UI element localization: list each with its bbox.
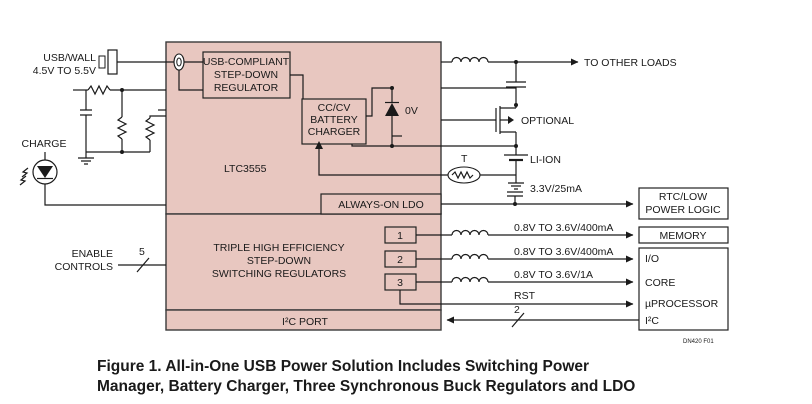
uprocessor-label: µPROCESSOR <box>645 298 719 310</box>
ground-icon <box>78 157 94 165</box>
light-emission-icon <box>21 167 29 178</box>
ltc3555-chip <box>165 41 442 331</box>
charger-line2: BATTERY <box>310 114 357 126</box>
usb-regulator-line3: REGULATOR <box>214 82 279 94</box>
buck-output-3: 0.8V TO 3.6V/1A <box>416 269 634 286</box>
ldo-output: RTC/LOW POWER LOGIC <box>441 187 729 220</box>
li-ion-label: LI-ION <box>530 154 561 166</box>
enable-label-line1: ENABLE <box>72 248 113 260</box>
enable-label-line2: CONTROLS <box>55 261 113 273</box>
usb-regulator-block: USB-COMPLIANT STEP-DOWN REGULATOR <box>202 51 291 99</box>
figure-code: DN420 F01 <box>683 339 714 345</box>
triple-regulator-label: TRIPLE HIGH EFFICIENCY STEP-DOWN SWITCHI… <box>212 242 346 280</box>
zero-volt-label: 0V <box>405 105 418 117</box>
charge-led: CHARGE <box>19 138 166 206</box>
thermistor: T <box>447 153 481 184</box>
program-resistor-network <box>73 84 166 165</box>
rtc-line2: POWER LOGIC <box>645 204 721 216</box>
usb-input: USB/WALL 4.5V TO 5.5V <box>33 49 304 99</box>
enable-bus-count: 5 <box>139 246 145 258</box>
current-sense-icon <box>173 53 185 71</box>
i2c-label: I²C <box>645 315 659 327</box>
memory-label: MEMORY <box>659 230 706 242</box>
channel-3-box: 3 <box>384 273 417 291</box>
charger-line1: CC/CV <box>318 102 351 114</box>
thermistor-label: T <box>461 153 468 165</box>
usb-label-line2: 4.5V TO 5.5V <box>33 65 96 77</box>
svg-text:2: 2 <box>397 254 403 266</box>
li-ion-battery: 2 LI-ION T 3.3V/25mA <box>315 141 582 195</box>
triple-line1: TRIPLE HIGH EFFICIENCY <box>213 242 344 254</box>
out1-label: 0.8V TO 3.6V/400mA <box>514 222 613 234</box>
core-label: CORE <box>645 277 675 289</box>
ldo-capacitor <box>507 191 523 197</box>
enable-controls: ENABLE CONTROLS 5 <box>55 246 166 273</box>
i2c-bus: 2 <box>446 304 639 328</box>
optional-label: OPTIONAL <box>521 115 574 127</box>
usb-regulator-line2: STEP-DOWN <box>214 69 278 81</box>
chip-name: LTC3555 <box>224 163 267 175</box>
led-diode-icon <box>37 166 53 178</box>
charger-output: 0V <box>351 86 516 148</box>
other-loads-label: TO OTHER LOADS <box>584 57 677 69</box>
out3-label: 0.8V TO 3.6V/1A <box>514 269 593 281</box>
io-label: I/O <box>645 253 659 265</box>
inductor-icon <box>451 56 489 63</box>
ground-icon <box>508 182 524 190</box>
optional-mosfet: OPTIONAL <box>441 105 574 148</box>
output-capacitor <box>506 81 526 88</box>
usb-label-line1: USB/WALL <box>43 52 96 64</box>
ldo-rating-label: 3.3V/25mA <box>530 183 582 195</box>
buck-output-1: 0.8V TO 3.6V/400mA MEMORY <box>416 222 729 244</box>
buck-output-2: 0.8V TO 3.6V/400mA <box>416 246 634 263</box>
channel-2-box: 2 <box>384 250 417 268</box>
svg-text:3: 3 <box>397 277 403 289</box>
triple-line2: STEP-DOWN <box>247 255 311 267</box>
always-on-ldo-block: ALWAYS-ON LDO <box>320 193 442 215</box>
reset-line: RST <box>399 290 634 308</box>
charger-line3: CHARGER <box>308 126 361 138</box>
out2-label: 0.8V TO 3.6V/400mA <box>514 246 613 258</box>
vout-path: TO OTHER LOADS <box>441 56 677 107</box>
memory-block <box>638 226 729 244</box>
rst-label: RST <box>514 290 536 302</box>
usb-regulator-line1: USB-COMPLIANT <box>203 56 290 68</box>
caption-line1: Figure 1. All-in-One USB Power Solution … <box>97 358 590 375</box>
i2c-port-label: I²C PORT <box>282 316 328 328</box>
rtc-block <box>638 187 729 220</box>
triple-line3: SWITCHING REGULATORS <box>212 268 346 280</box>
figure-caption: Figure 1. All-in-One USB Power Solution … <box>97 357 797 397</box>
svg-text:1: 1 <box>397 230 403 242</box>
charge-label: CHARGE <box>22 138 67 150</box>
i2c-bus-count: 2 <box>514 304 520 316</box>
battery-charger-block: CC/CV BATTERY CHARGER <box>301 98 367 145</box>
caption-line2: Manager, Battery Charger, Three Synchron… <box>97 378 636 395</box>
ideal-diode-icon <box>385 103 399 116</box>
channel-1-box: 1 <box>384 226 417 244</box>
rtc-line1: RTC/LOW <box>659 191 707 203</box>
microprocessor-block: I/O CORE µPROCESSOR I²C <box>638 247 729 331</box>
always-on-ldo-label: ALWAYS-ON LDO <box>338 199 424 211</box>
